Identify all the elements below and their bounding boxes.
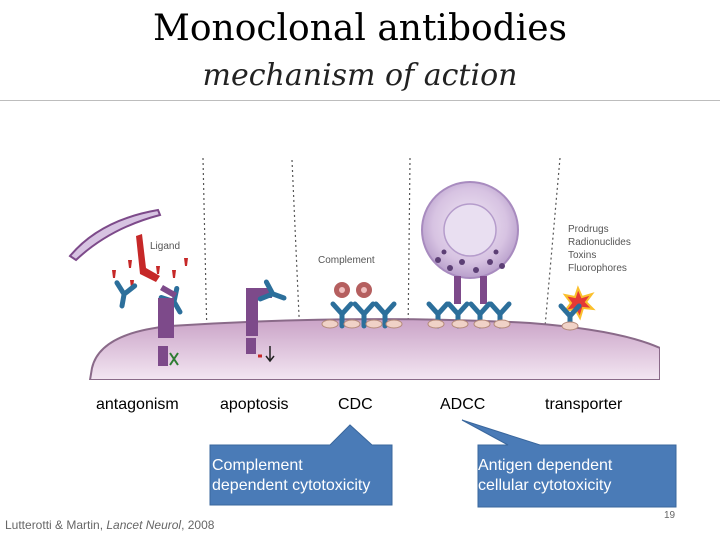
- adcc-callout-bubble: [461, 419, 677, 508]
- mechanism-diagram: Ligand Complement: [68, 157, 660, 380]
- mechanism-label-cdc: CDC: [338, 396, 373, 413]
- citation-journal: Lancet Neurol: [106, 518, 182, 532]
- mechanism-label-transporter: transporter: [545, 396, 623, 413]
- page-number: 19: [664, 510, 676, 521]
- mechanism-label-antagonism: antagonism: [96, 396, 179, 413]
- adcc-callout-line1: Antigen dependent: [478, 457, 613, 474]
- slide-title: Monoclonal antibodies: [152, 8, 568, 49]
- cdc-antigens: [321, 319, 403, 329]
- effector-cell: [421, 181, 519, 304]
- mechanism-label-adcc: ADCC: [440, 396, 486, 413]
- title-divider: [0, 100, 720, 101]
- antagonism-receptor: [158, 285, 179, 366]
- citation: Lutterotti & Martin, Lancet Neurol, 2008: [5, 518, 214, 532]
- cell-membrane: [88, 318, 660, 380]
- cdc-callout-line1: Complement: [212, 457, 303, 474]
- cdc-callout-text: Complement dependent cytotoxicity: [212, 456, 370, 496]
- citation-authors: Lutterotti & Martin,: [5, 518, 107, 532]
- adcc-callout-line2: cellular cytotoxicity: [478, 477, 612, 494]
- ligand-cell-fragment: [68, 208, 162, 262]
- transporter-antibody: [561, 306, 579, 331]
- complement-proteins: [334, 282, 372, 298]
- payload-prodrugs: Prodrugs: [568, 224, 609, 235]
- cdc-callout-bubble: [209, 424, 393, 506]
- slide-subtitle: mechanism of action: [202, 58, 518, 93]
- adcc-callout-text: Antigen dependent cellular cytotoxicity: [478, 456, 612, 496]
- section-separators: [202, 157, 561, 339]
- payload-toxins: Toxins: [568, 250, 596, 261]
- ligand-molecule: [136, 234, 160, 282]
- payload-fluorophores: Fluorophores: [568, 263, 627, 274]
- payload-star-icon: [562, 285, 596, 321]
- citation-year: , 2008: [181, 518, 215, 532]
- cdc-callout-line2: dependent cytotoxicity: [212, 477, 371, 494]
- payload-radionuclides: Radionuclides: [568, 237, 631, 248]
- ligand-label: Ligand: [150, 241, 180, 252]
- apoptosis-receptor: [246, 288, 275, 363]
- mechanism-label-apoptosis: apoptosis: [220, 396, 289, 413]
- adcc-antigens: [427, 319, 511, 329]
- complement-label: Complement: [318, 255, 375, 266]
